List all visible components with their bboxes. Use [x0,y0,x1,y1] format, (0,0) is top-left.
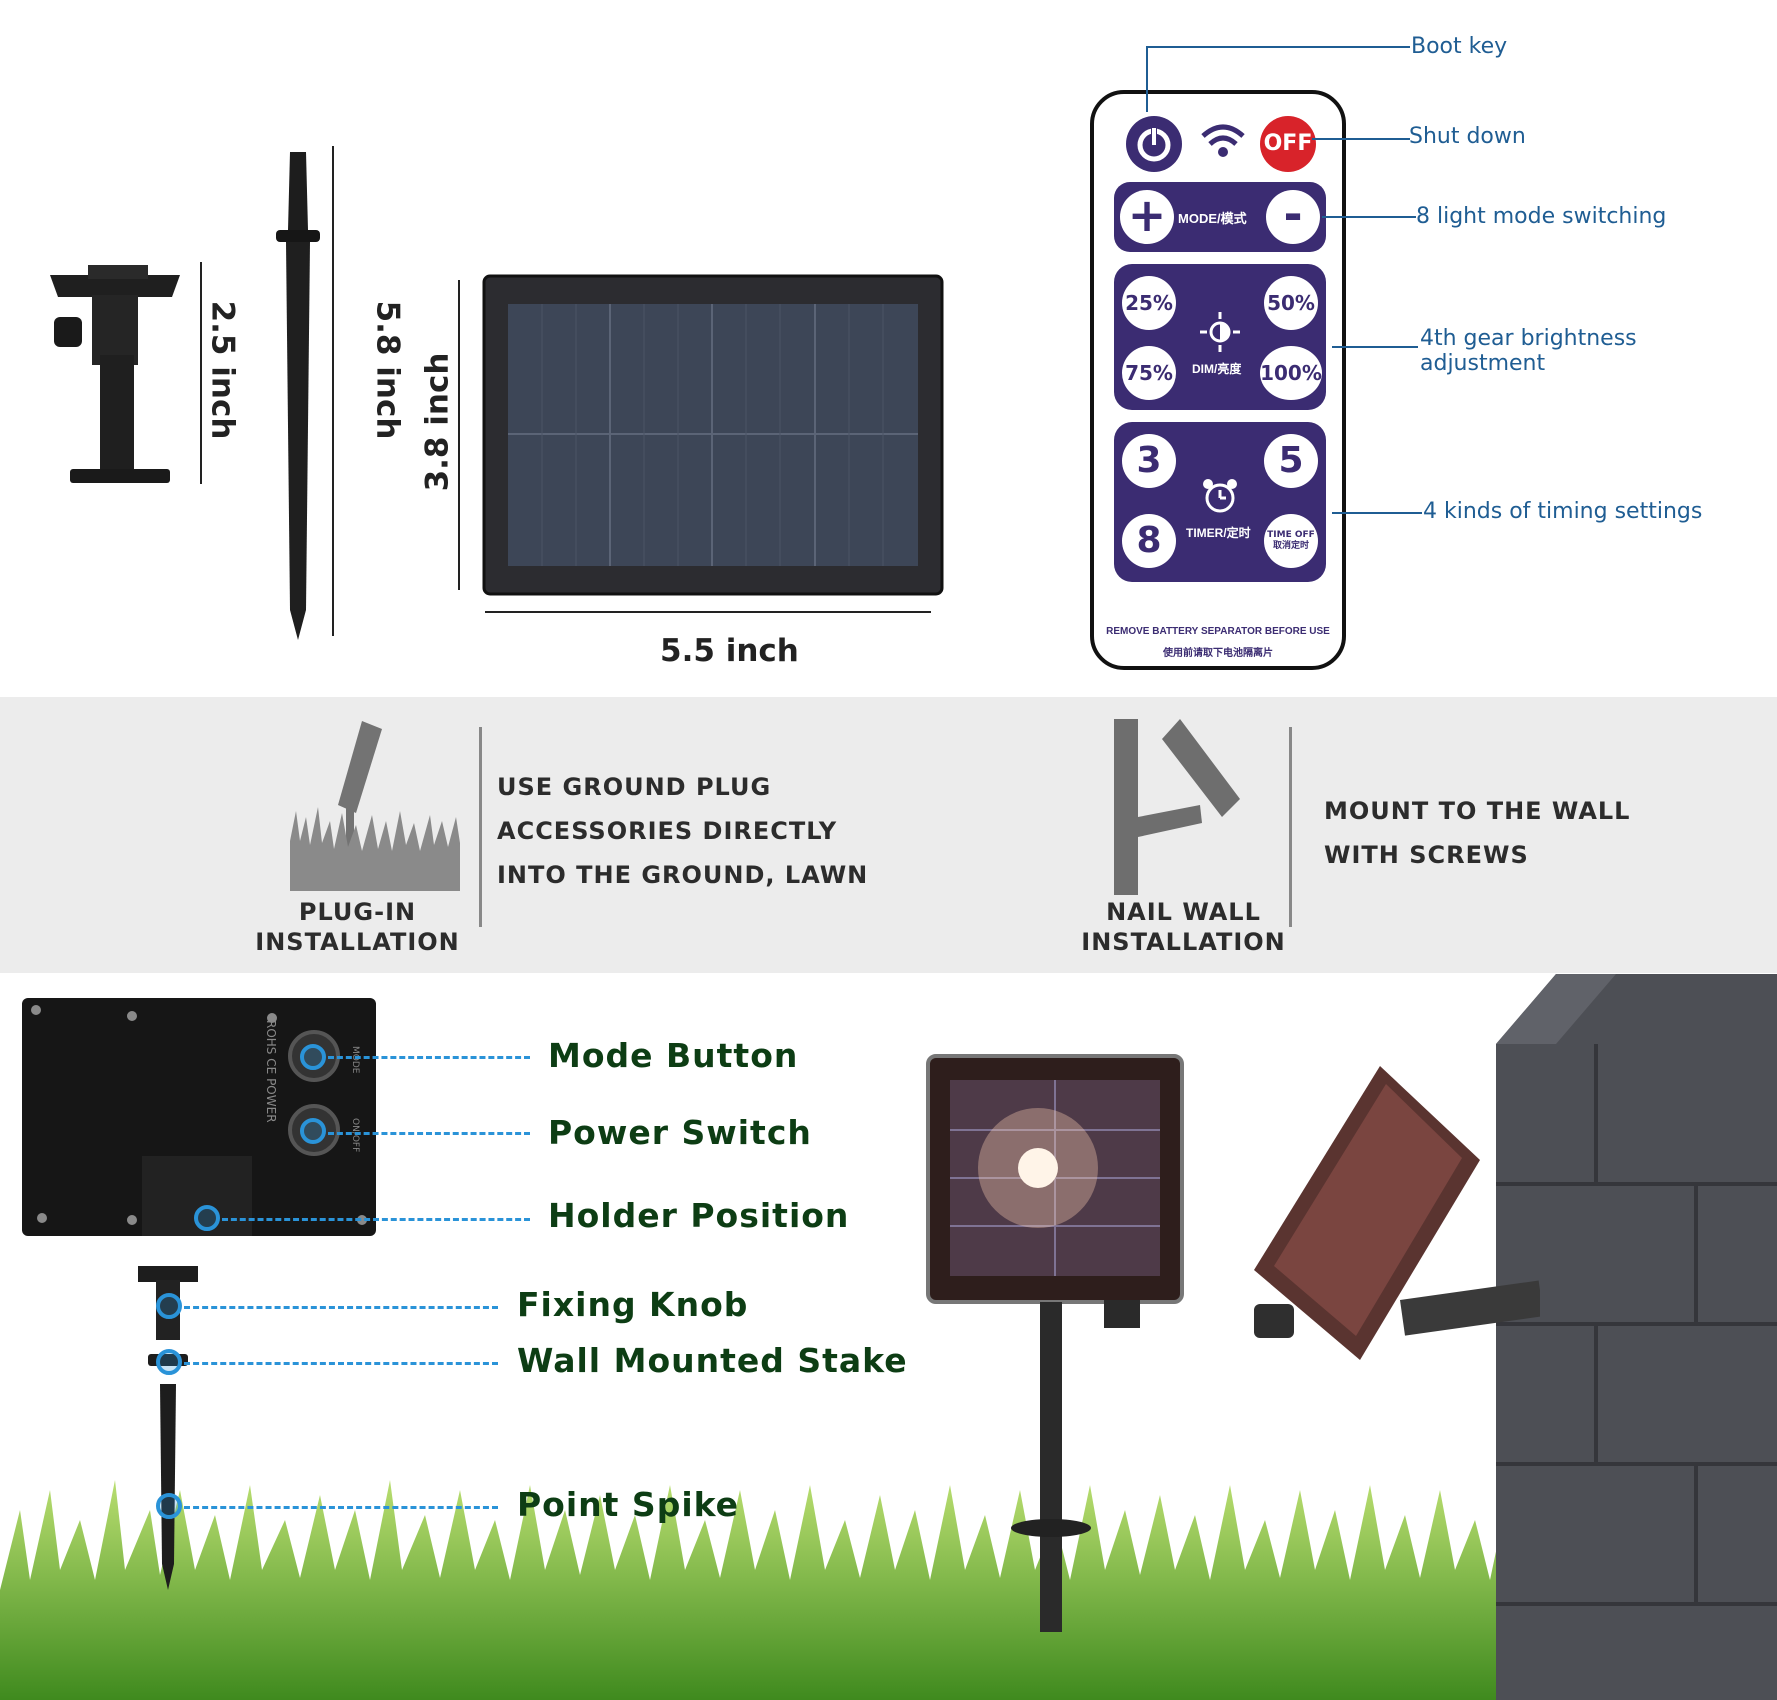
time-off-button[interactable]: TIME OFF 取消定时 [1264,514,1318,568]
time-off-label-cn: 取消定时 [1272,541,1309,551]
nail-wall-caption: NAIL WALL INSTALLATION [1066,897,1301,957]
mode-label: MODE/模式 [1178,211,1247,226]
grass-background [0,1480,1777,1700]
mode-plus-button[interactable]: + [1120,190,1174,244]
spike-height-label: 5.8 inch [369,300,406,440]
plug-in-installation-icon [290,721,460,891]
stone-wall-image [1496,974,1777,1700]
holder-height-label: 2.5 inch [204,300,241,440]
timing-callout: 4 kinds of timing settings [1423,499,1703,524]
brightness-25-button[interactable]: 25% [1122,276,1176,330]
plug-in-caption: PLUG-IN INSTALLATION [240,897,475,957]
brightness-panel: 25% 50% 75% 100% DIM/亮度 [1114,264,1326,410]
mode-switching-callout: 8 light mode switching [1416,204,1667,229]
remote-control: OFF + MODE/模式 - 25% 50% 75% 100% DIM/亮度 … [1090,90,1346,670]
wall-mounted-stake-label: Wall Mounted Stake [517,1341,908,1380]
battery-notice-cn: 使用前请取下电池隔离片 [1163,648,1273,659]
brightness-sun-icon [1200,312,1240,352]
point-spike-label: Point Spike [517,1485,740,1524]
dim-label: DIM/亮度 [1192,362,1242,376]
solar-panel-front-image [482,274,944,596]
boot-key-callout: Boot key [1411,34,1508,59]
power-icon [1137,126,1171,162]
plug-in-desc-line3: INTO THE GROUND, LAWN [497,861,869,889]
panel-height-label: 3.8 inch [419,352,456,492]
wifi-signal-icon [1201,124,1245,157]
timer-8-button[interactable]: 8 [1122,514,1176,568]
ground-spike-image [276,152,320,640]
plug-in-desc-line1: USE GROUND PLUG [497,773,772,801]
shut-down-callout: Shut down [1409,124,1526,149]
panel-back-markings: ROHS CE POWER [248,1020,278,1150]
brightness-callout-line2: adjustment [1420,351,1546,376]
brightness-callout-line1: 4th gear brightness [1420,326,1637,351]
nail-wall-installation-icon [1114,719,1240,895]
onoff-small-marking: ON/OFF [350,1118,360,1153]
timer-3-button[interactable]: 3 [1122,434,1176,488]
nail-wall-caption-line2: INSTALLATION [1081,928,1286,956]
brightness-100-button[interactable]: 100% [1260,346,1322,400]
wall-mounted-panel-image [1254,1066,1540,1360]
timer-label: TIMER/定时 [1186,526,1251,540]
mode-button-label: Mode Button [548,1036,799,1075]
mode-panel: + MODE/模式 - [1114,182,1326,252]
panel-width-label: 5.5 inch [660,633,799,669]
brightness-50-button[interactable]: 50% [1264,276,1318,330]
mode-minus-button[interactable]: - [1266,190,1320,244]
plug-in-description: USE GROUND PLUG ACCESSORIES DIRECTLY INT… [497,765,868,897]
timer-5-button[interactable]: 5 [1264,434,1318,488]
ce-marking: CE [264,1058,278,1075]
installation-band: PLUG-IN INSTALLATION USE GROUND PLUG ACC… [0,697,1777,973]
plug-in-caption-line1: PLUG-IN [298,898,417,926]
alarm-clock-icon [1203,479,1237,513]
nail-wall-description: MOUNT TO THE WALL WITH SCREWS [1324,789,1630,877]
holder-position-label: Holder Position [548,1196,850,1235]
wall-holder-image [50,265,180,483]
battery-notice: REMOVE BATTERY SEPARATOR BEFORE USE [1106,626,1330,637]
panel-back-image [22,998,376,1236]
plug-in-caption-line2: INSTALLATION [255,928,460,956]
nail-wall-caption-line1: NAIL WALL [1106,898,1261,926]
power-switch-label: Power Switch [548,1113,812,1152]
brightness-callout: 4th gear brightness adjustment [1420,326,1637,376]
stake-mounted-panel-image [926,1054,1184,1632]
power-button[interactable] [1126,116,1182,172]
nail-wall-desc-line1: MOUNT TO THE WALL [1324,797,1631,825]
fixing-knob-label: Fixing Knob [517,1285,749,1324]
mode-small-marking: MODE [350,1046,360,1074]
brightness-75-button[interactable]: 75% [1122,346,1176,400]
time-off-label: TIME OFF [1267,530,1315,540]
plug-in-desc-line2: ACCESSORIES DIRECTLY [497,817,838,845]
off-button[interactable]: OFF [1260,116,1316,172]
power-marking: POWER [264,1078,278,1123]
rohs-marking: ROHS [264,1020,278,1055]
timer-panel: 3 5 8 TIME OFF 取消定时 TIMER/定时 [1114,422,1326,582]
nail-wall-desc-line2: WITH SCREWS [1324,841,1529,869]
